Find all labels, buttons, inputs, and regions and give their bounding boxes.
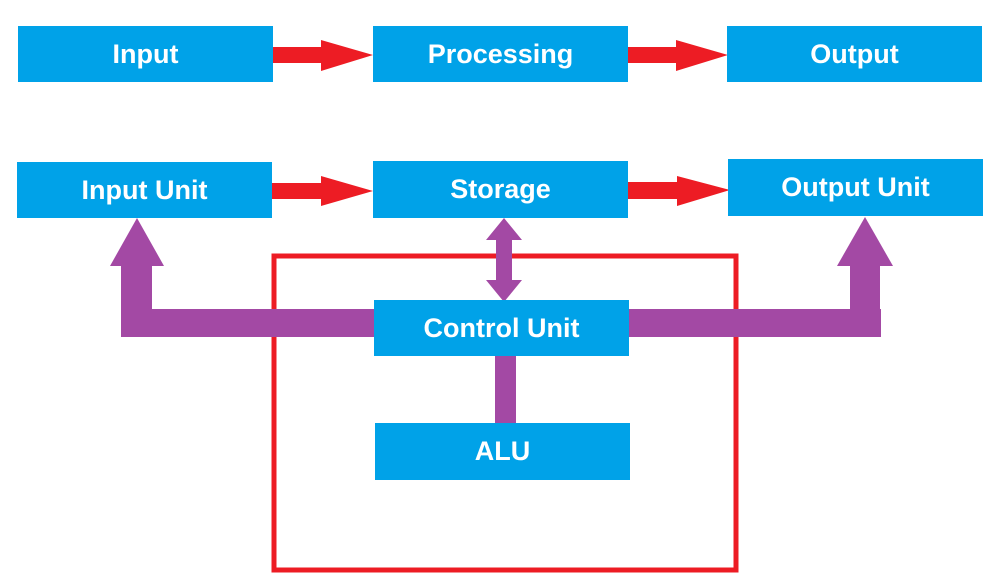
box-input-unit-label: Input Unit — [81, 174, 208, 205]
arrow-input-unit-to-storage — [271, 176, 373, 206]
storage-control-double-arrow — [486, 218, 522, 302]
arrow-shaft-to-input-unit — [121, 264, 152, 314]
control-to-alu-line — [495, 352, 516, 426]
arrow-head-to-output-unit — [837, 217, 893, 266]
arrow-storage-to-output-unit — [628, 176, 730, 206]
box-processing: Processing — [373, 26, 628, 82]
box-alu: ALU — [375, 423, 630, 480]
arrow-shaft-to-output-unit — [850, 264, 880, 314]
box-control-unit: Control Unit — [374, 300, 629, 356]
box-input-unit: Input Unit — [17, 162, 272, 218]
box-control-unit-label: Control Unit — [423, 312, 580, 343]
box-storage: Storage — [373, 161, 628, 218]
box-input: Input — [18, 26, 273, 82]
box-storage-label: Storage — [450, 174, 551, 204]
arrow-processing-to-output — [628, 40, 728, 71]
box-alu-label: ALU — [474, 436, 531, 466]
box-output: Output — [727, 26, 982, 82]
arrow-head-to-input-unit — [110, 218, 164, 266]
arrow-input-to-processing — [273, 40, 373, 71]
box-processing-label: Processing — [427, 38, 574, 69]
box-output-unit-label: Output Unit — [781, 172, 930, 202]
box-input-label: Input — [112, 38, 179, 69]
box-output-label: Output — [810, 38, 899, 69]
box-output-unit: Output Unit — [728, 159, 983, 216]
